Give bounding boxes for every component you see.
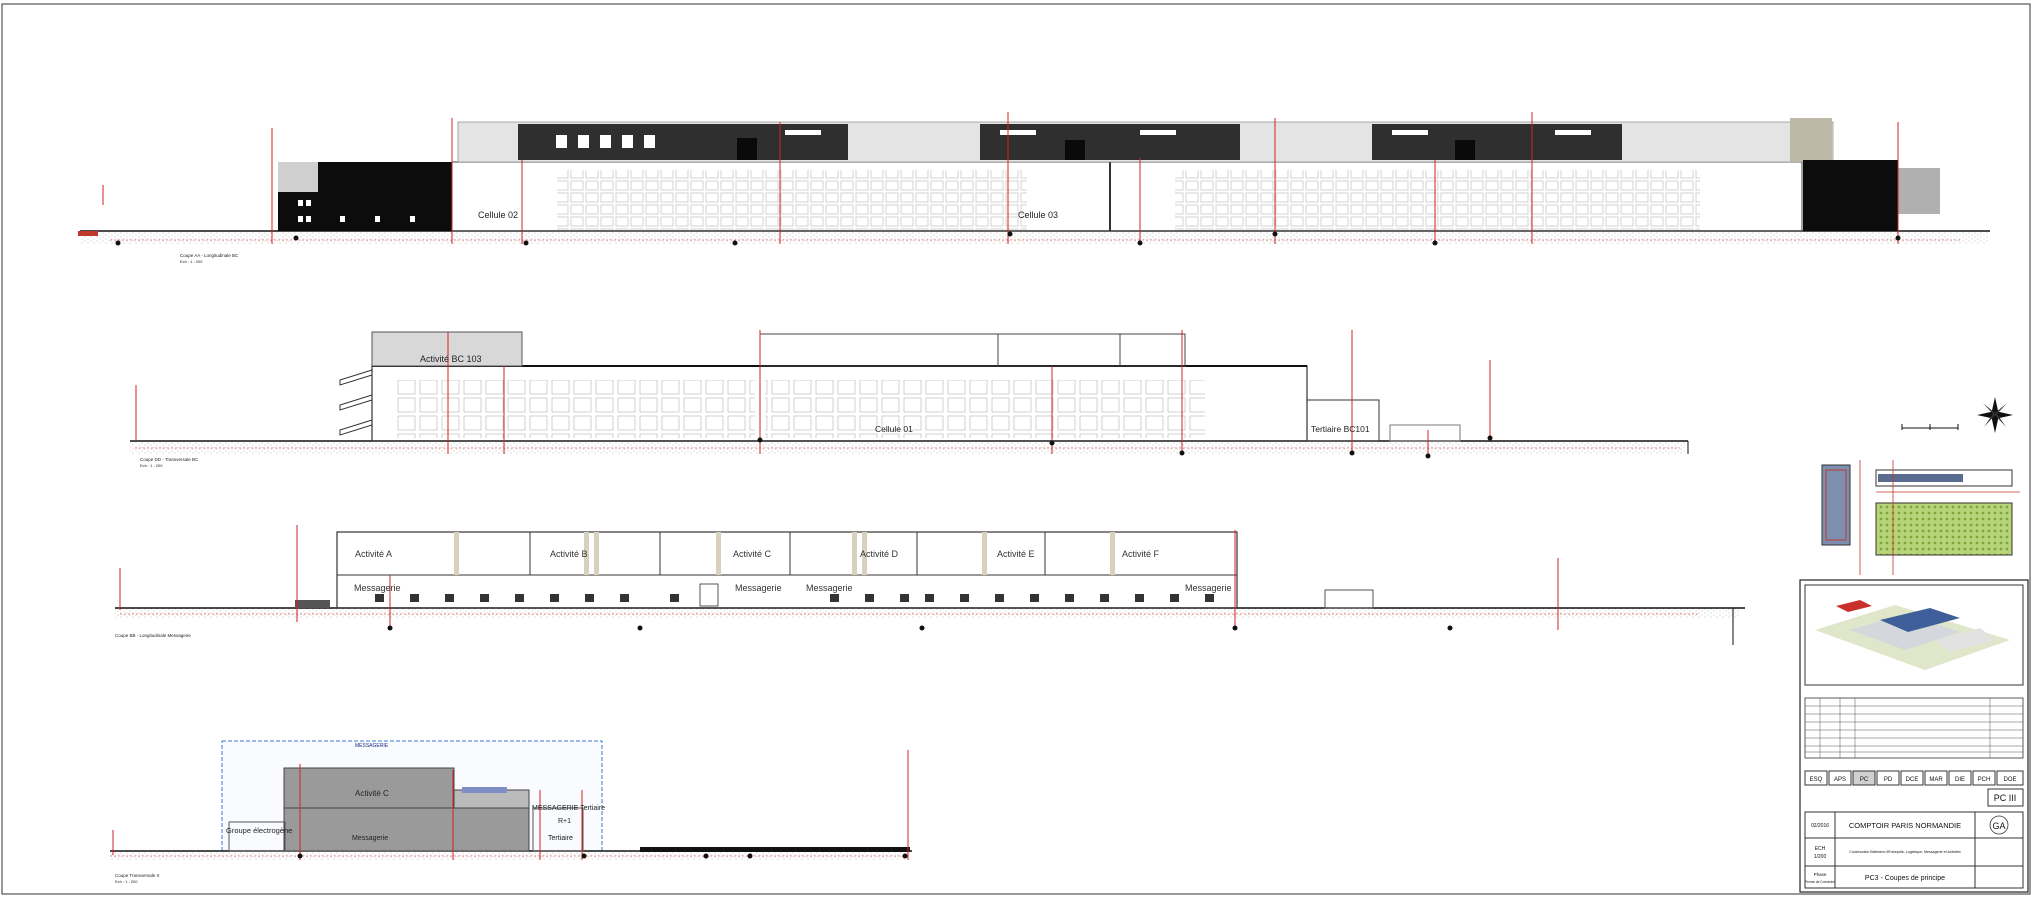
activite-d-label: Activité D [860,549,899,559]
key-plan [1821,460,2020,575]
messagerie-label-4: Messagerie [1185,583,1232,593]
logo-text: GA [1992,821,2005,831]
activite-c-label: Activité C [733,549,772,559]
messagerie-header: MESSAGERIE [355,743,389,749]
activite-bc103-label: Activité BC 103 [420,354,482,364]
section-dd: Activité BC 103 Cellule 01 Tertiaire BC1… [130,330,1689,468]
phase-label: Phase [1814,872,1827,877]
cell-label-02: Cellule 02 [478,210,518,220]
activite-c-x-label: Activité C [355,789,389,798]
section-aa-title: Coupe AA - Longitudinale BC [180,253,239,258]
architect-logo: GA [1989,815,2009,835]
phase-doe: DOE [2003,777,2016,783]
sheet-border [1,3,2031,895]
sheet-title: PC3 - Coupes de principe [1865,875,1945,882]
section-dd-scale: Ech : 1 : 200 [140,463,163,468]
north-arrow-icon [1977,397,2013,433]
section-dd-title: Coupe DD - Transversale BC [140,457,199,462]
r1-label: R+1 [558,818,571,825]
phase-die: DIE [1955,777,1965,783]
project-name: Construction Bâtiment d'Entrepôts, Logis… [1849,850,1961,854]
phase-pd: PD [1884,777,1893,783]
messagerie-x-label: Messagerie [352,835,388,842]
activite-e-label: Activité E [997,549,1035,559]
tertiaire-bc101-label: Tertiaire BC101 [1311,424,1370,434]
activite-f-label: Activité F [1122,549,1160,559]
aerial-view [1804,584,2024,686]
phase-pch: PCH [1978,777,1991,783]
phase-row: ESQ APS PC PD DCE MAR DIE PCH DOE [1804,770,2024,786]
section-bb-title: Coupe BB - Longitudinale Messagerie [115,633,191,638]
groupe-electrogene-label: Groupe électrogène [226,826,292,835]
sheet-number: PC III [1994,793,2017,803]
phase-value: Permis de Construire [1805,880,1835,884]
messagerie-label-2: Messagerie [735,583,782,593]
section-bb: Activité A Activité B Activité C Activit… [115,525,1745,645]
title-block [1799,579,2029,893]
graphic-scale [1901,424,1959,430]
activite-a-label: Activité A [355,549,392,559]
messagerie-tertiaire-label: MESSAGERIE Tertiaire [532,805,605,812]
title-cells [1804,811,2024,889]
messagerie-label-1: Messagerie [354,583,401,593]
section-aa: Cellule 02 Cellule 03 Coupe AA - Longitu… [78,112,1990,264]
scale-value: 1/200 [1814,854,1827,860]
phase-aps: APS [1834,777,1846,783]
cellule-01-label: Cellule 01 [875,424,913,434]
phase-esq: ESQ [1810,777,1823,783]
section-x-scale: Ech : 1 : 200 [115,879,138,884]
phase-pc: PC [1860,777,1869,783]
client-name: COMPTOIR PARIS NORMANDIE [1849,821,1961,830]
messagerie-label-3: Messagerie [806,583,853,593]
tertiaire-x-label: Tertiaire [548,835,573,842]
scale-label: ECH [1815,846,1826,852]
cell-label-03: Cellule 03 [1018,210,1058,220]
phase-dce: DCE [1906,777,1919,783]
section-x-title: Coupe Transversale X [115,873,160,878]
phase-mar: MAR [1929,777,1943,783]
section-aa-scale: Ech : 1 : 200 [180,259,203,264]
section-x: MESSAGERIE Activité C Messagerie Groupe … [110,740,912,884]
activite-b-label: Activité B [550,549,588,559]
date-label: 02/2016 [1811,823,1829,829]
revision-table [1804,697,2024,759]
